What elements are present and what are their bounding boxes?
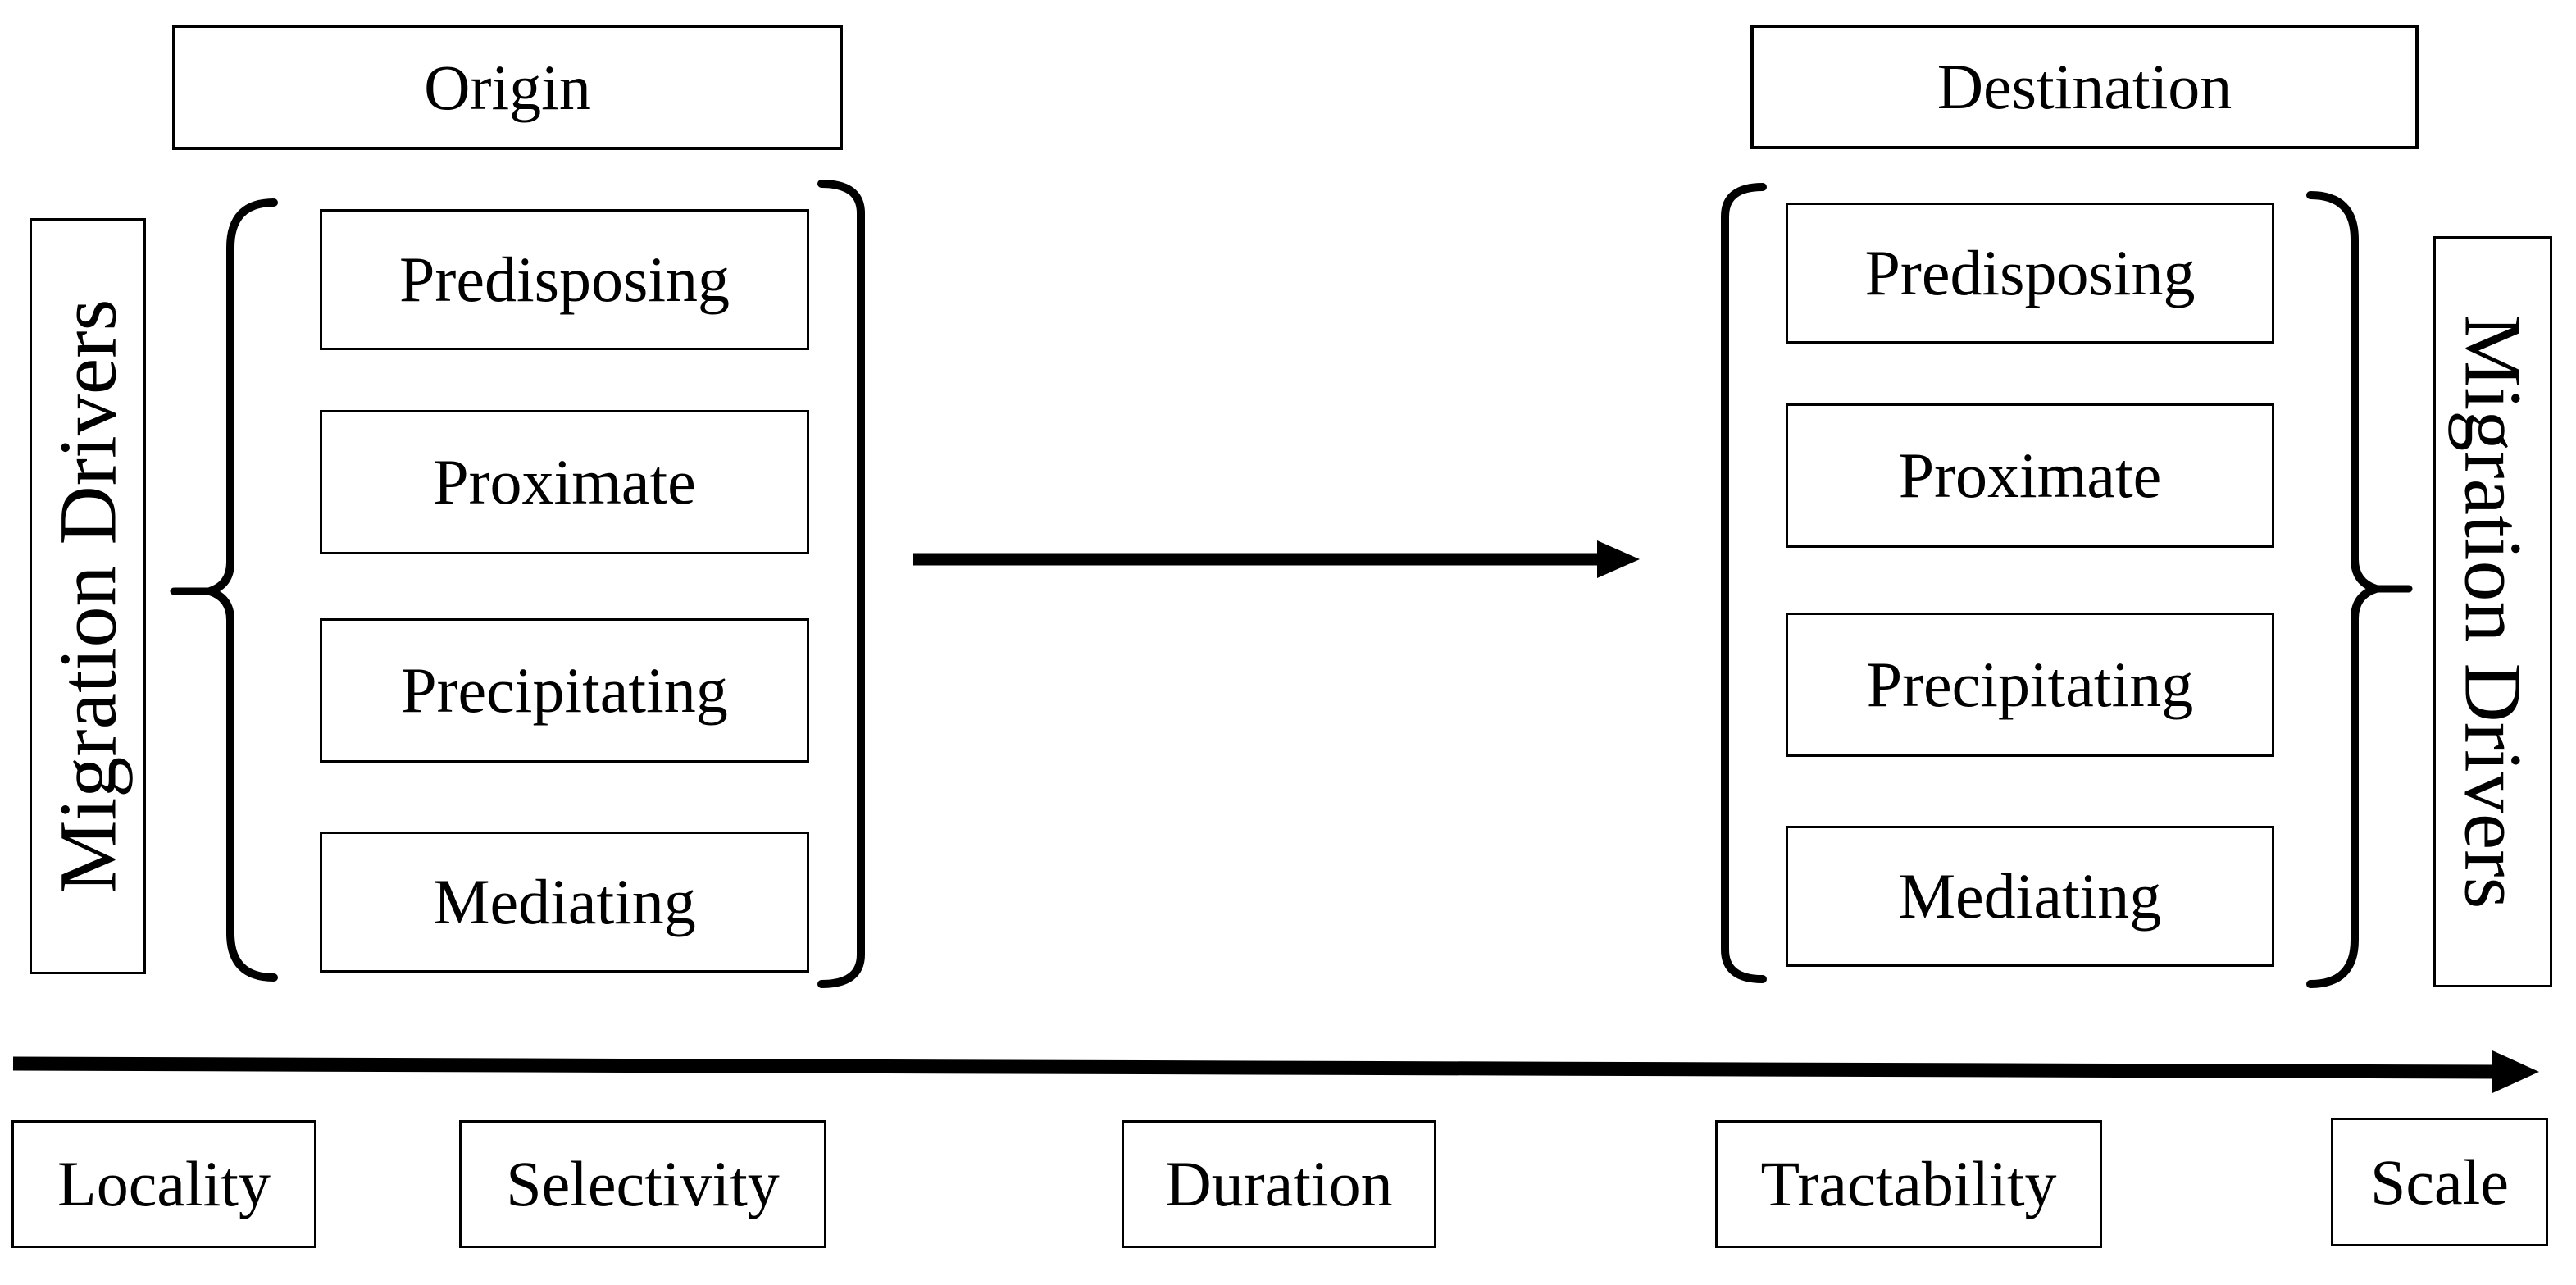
axis-label-scale-box: Scale bbox=[2331, 1118, 2548, 1246]
destination-item-proximate: Proximate bbox=[1786, 403, 2274, 548]
axis-label-selectivity: Selectivity bbox=[506, 1148, 780, 1219]
destination-item-predisposing: Predisposing bbox=[1786, 203, 2274, 344]
destination-item-mediating: Mediating bbox=[1786, 826, 2274, 967]
axis-label-selectivity-box: Selectivity bbox=[459, 1120, 826, 1248]
axis-label-duration: Duration bbox=[1165, 1148, 1393, 1219]
destination-migration-drivers-box: Migration Drivers bbox=[2433, 236, 2552, 987]
destination-item-mediating-label: Mediating bbox=[1898, 860, 2162, 932]
origin-header-label: Origin bbox=[424, 51, 591, 123]
origin-migration-drivers-label: Migration Drivers bbox=[42, 298, 134, 894]
bottom-axis-arrowhead bbox=[2492, 1050, 2539, 1093]
destination-item-precipitating: Precipitating bbox=[1786, 613, 2274, 757]
origin-item-precipitating: Precipitating bbox=[320, 618, 809, 763]
destination-brace bbox=[2306, 191, 2390, 988]
origin-to-destination-arrowhead bbox=[1597, 540, 1640, 578]
origin-item-proximate-label: Proximate bbox=[433, 446, 696, 517]
origin-bracket bbox=[817, 180, 865, 988]
origin-item-precipitating-label: Precipitating bbox=[401, 654, 728, 726]
origin-item-proximate: Proximate bbox=[320, 410, 809, 554]
origin-item-mediating-label: Mediating bbox=[433, 866, 696, 937]
origin-header-box: Origin bbox=[172, 25, 843, 150]
origin-item-predisposing-label: Predisposing bbox=[398, 244, 730, 315]
axis-label-locality: Locality bbox=[57, 1148, 271, 1219]
origin-migration-drivers-box: Migration Drivers bbox=[30, 218, 146, 974]
destination-item-predisposing-label: Predisposing bbox=[1864, 237, 2196, 308]
axis-label-scale: Scale bbox=[2370, 1146, 2509, 1218]
destination-header-label: Destination bbox=[1937, 51, 2232, 122]
destination-header-box: Destination bbox=[1750, 25, 2419, 149]
axis-label-tractability-box: Tractability bbox=[1715, 1120, 2102, 1248]
bottom-axis-arrow-line bbox=[12, 1056, 2500, 1079]
destination-bracket bbox=[1721, 183, 1767, 983]
origin-item-predisposing: Predisposing bbox=[320, 209, 809, 350]
destination-item-proximate-label: Proximate bbox=[1898, 440, 2162, 511]
axis-label-locality-box: Locality bbox=[11, 1120, 316, 1248]
axis-label-tractability: Tractability bbox=[1760, 1148, 2057, 1219]
origin-brace bbox=[196, 198, 278, 982]
destination-migration-drivers-label: Migration Drivers bbox=[2447, 314, 2539, 909]
axis-label-duration-box: Duration bbox=[1122, 1120, 1436, 1248]
origin-item-mediating: Mediating bbox=[320, 832, 809, 973]
destination-item-precipitating-label: Precipitating bbox=[1866, 649, 2194, 720]
